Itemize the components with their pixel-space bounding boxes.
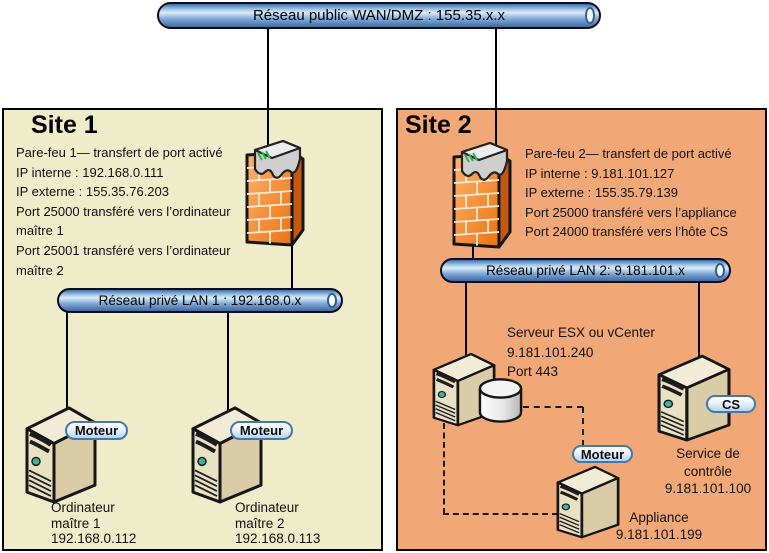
site2-info-line: Pare-feu 2— transfert de port activé xyxy=(525,146,732,161)
lan2-to-esx-connector xyxy=(465,282,467,362)
firewall1-to-lan1-connector xyxy=(291,243,293,290)
db-to-appliance-dashed-link-h xyxy=(523,406,583,408)
lan1-network-pipe: Réseau privé LAN 1 : 192.168.0.x xyxy=(57,288,343,313)
esx-caption: Serveur ESX ou vCenter 9.181.101.240 Por… xyxy=(507,325,655,380)
firewall-icon xyxy=(245,139,305,247)
site1-info-line: IP interne : 192.168.0.111 xyxy=(16,164,164,180)
esx-to-appliance-dashed-link-v xyxy=(443,423,445,514)
wan-to-firewall1-connector xyxy=(267,28,269,145)
lan2-pipe-label: Réseau privé LAN 2: 9.181.101.x xyxy=(486,263,685,278)
cs-badge: CS xyxy=(706,395,756,413)
control-service-caption: Service de contrôle 9.181.101.100 xyxy=(664,446,752,496)
master2-caption: Ordinateur maître 2 192.168.0.113 xyxy=(235,500,321,546)
site1-info-line: Port 25001 transféré vers l’ordinateur xyxy=(16,242,231,258)
site1-info-line: Port 25000 transféré vers l’ordinateur xyxy=(16,203,231,219)
appliance-caption: Appliance 9.181.101.199 xyxy=(615,510,703,542)
site1-info-line: maître 2 xyxy=(16,262,64,278)
site1-firewall-info: Pare-feu 1— transfert de port activé IP … xyxy=(16,143,231,280)
master1-caption: Ordinateur maître 1 192.168.0.112 xyxy=(51,500,137,546)
database-cylinder-icon xyxy=(478,378,523,423)
wan-pipe-label: Réseau public WAN/DMZ : 155.35.x.x xyxy=(252,7,506,24)
appliance-moteur-badge: Moteur xyxy=(572,445,633,463)
site1-info-line: Pare-feu 1— transfert de port activé xyxy=(16,145,223,160)
server-tower-icon xyxy=(192,400,262,503)
site2-info-line: IP externe : 155.35.79.139 xyxy=(525,185,678,201)
lan1-to-master1-connector xyxy=(66,312,68,412)
wan-network-pipe: Réseau public WAN/DMZ : 155.35.x.x xyxy=(157,2,601,29)
lan1-to-master2-connector xyxy=(227,312,229,412)
server-tower-icon xyxy=(26,400,96,503)
site2-firewall-info: Pare-feu 2— transfert de port activé IP … xyxy=(525,144,737,242)
site2-title: Site 2 xyxy=(405,111,472,139)
wan-to-firewall2-connector xyxy=(495,28,497,152)
db-to-appliance-dashed-link-v xyxy=(582,407,584,446)
esx-to-appliance-dashed-link-h xyxy=(443,513,558,515)
firewall-icon xyxy=(452,141,512,249)
firewall2-to-lan2-connector xyxy=(472,245,474,259)
master1-moteur-badge: Moteur xyxy=(65,421,128,440)
site2-info-line: IP interne : 9.181.101.127 xyxy=(525,165,675,181)
lan2-to-cs-connector xyxy=(698,282,700,362)
site1-title: Site 1 xyxy=(31,111,98,139)
site2-info-line: Port 24000 transféré vers l’hôte CS xyxy=(525,224,729,240)
site1-info-line: IP externe : 155.35.76.203 xyxy=(16,184,169,200)
lan2-network-pipe: Réseau privé LAN 2: 9.181.101.x xyxy=(440,258,731,283)
lan1-pipe-label: Réseau privé LAN 1 : 192.168.0.x xyxy=(98,293,302,308)
site1-info-line: maître 1 xyxy=(16,223,64,239)
site2-info-line: Port 25000 transféré vers l’appliance xyxy=(525,204,737,220)
master2-moteur-badge: Moteur xyxy=(230,421,293,440)
